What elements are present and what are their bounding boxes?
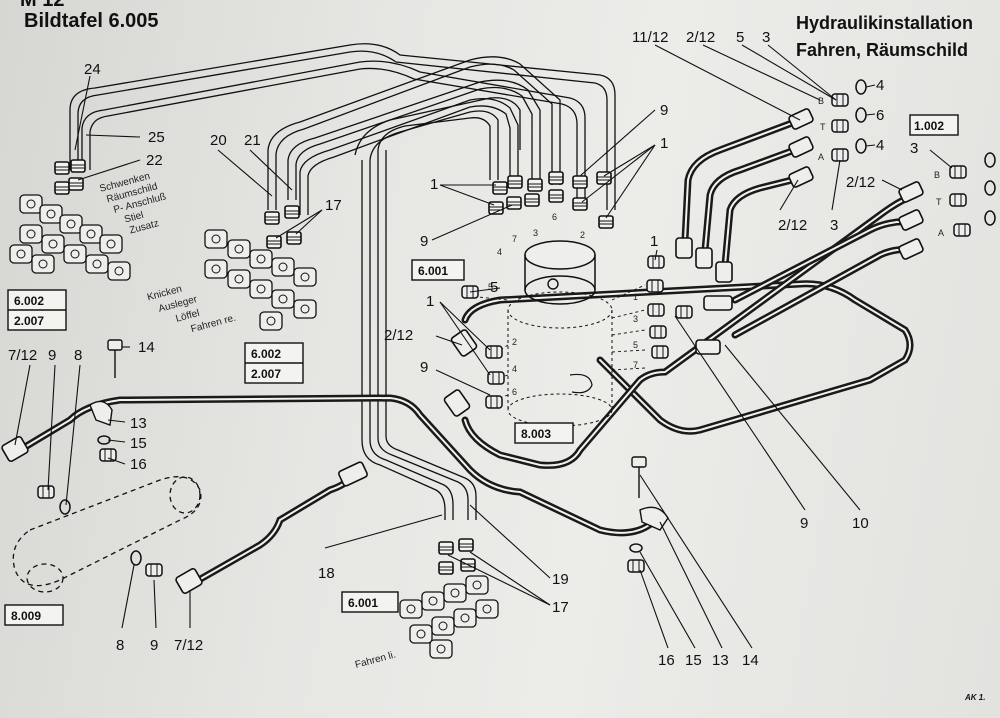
callout-1-a: 1 [430, 176, 438, 193]
hose-group [16, 116, 919, 589]
callout-11-12: 11/12 [632, 29, 668, 46]
ref-2007-b: 2.007 [251, 367, 281, 381]
callout-3-a: 3 [762, 29, 770, 46]
bottom-valve-block [399, 538, 499, 659]
swivel-port-1: 1 [633, 292, 638, 302]
ref-1002: 1.002 [914, 119, 944, 133]
callout-3-b: 3 [830, 217, 838, 234]
swivel-port-6: 6 [512, 387, 517, 397]
callout-17-b: 17 [552, 599, 569, 616]
ref-8009: 8.009 [11, 609, 41, 623]
middle-block-labels: Knicken Ausleger Löffel Fahren re. [146, 284, 237, 336]
callout-9-c: 9 [420, 359, 428, 376]
ref-2007-a: 2.007 [14, 314, 44, 328]
ref-6001-a: 6.001 [418, 264, 448, 278]
swivel-port-3: 3 [633, 314, 638, 324]
ref-8003: 8.003 [521, 427, 551, 441]
swivel-port-4: 4 [512, 364, 517, 374]
callout-9-f: 9 [800, 515, 808, 532]
port-mark-t-1: T [820, 122, 826, 132]
callout-9-e: 9 [48, 347, 56, 364]
swivel-top-4: 4 [497, 247, 502, 257]
swivel-top-6: 6 [552, 212, 557, 222]
ref-6002-b: 6.002 [251, 347, 281, 361]
callout-9-g: 9 [150, 637, 158, 654]
callout-20: 20 [210, 132, 227, 149]
callout-21: 21 [244, 132, 261, 149]
callout-13-b: 13 [712, 652, 729, 669]
callout-2-12-b: 2/12 [778, 217, 807, 234]
swivel-port-5: 5 [633, 340, 638, 350]
swivel-joint [507, 240, 613, 427]
callout-14-b: 14 [742, 652, 759, 669]
plate-title: Bildtafel 6.005 [24, 10, 159, 32]
callout-3-c: 3 [910, 140, 918, 157]
left-valve-block [9, 159, 131, 281]
port-mark-b-2: B [934, 170, 940, 180]
callout-1-d: 1 [426, 293, 434, 310]
port-mark-a-1: A [818, 152, 824, 162]
callout-7-12-a: 7/12 [8, 347, 37, 364]
callout-16-b: 16 [658, 652, 675, 669]
title-line2: Fahren, Räumschild [796, 40, 968, 60]
callout-17-a: 17 [325, 197, 342, 214]
swivel-top-5: 5 [488, 282, 493, 292]
callout-19: 19 [552, 571, 569, 588]
callout-15-b: 15 [685, 652, 702, 669]
ref-6001-b: 6.001 [348, 596, 378, 610]
label-stiel: Stiel [123, 210, 145, 226]
middle-valve-block [204, 205, 317, 331]
callout-2-12-d: 2/12 [384, 327, 413, 344]
callout-10: 10 [852, 515, 869, 532]
callout-13-a: 13 [130, 415, 147, 432]
callout-7-12-b: 7/12 [174, 637, 203, 654]
callout-1-c: 1 [650, 233, 658, 250]
hose-end-fittings [1, 108, 924, 594]
callout-5-b: 5 [490, 279, 498, 296]
callout-15-a: 15 [130, 435, 147, 452]
callout-18: 18 [318, 565, 335, 582]
swivel-port-2: 2 [512, 337, 517, 347]
footer-code: AK 1. [964, 693, 985, 702]
port-mark-b-1: B [818, 96, 824, 106]
callout-25: 25 [148, 129, 165, 146]
port-mark-a-2: A [938, 228, 944, 238]
ref-6002-a: 6.002 [14, 294, 44, 308]
callout-9-a: 9 [420, 233, 428, 250]
callout-9-b: 9 [660, 102, 668, 119]
reference-boxes [4, 114, 959, 626]
callout-1-b: 1 [660, 135, 668, 152]
swivel-top-2: 2 [580, 230, 585, 240]
callout-numbers: 24 25 22 20 21 17 1 9 9 1 11/12 2/12 5 3… [8, 29, 918, 669]
swivel-port-7: 7 [633, 360, 638, 370]
swivel-top-3: 3 [533, 228, 538, 238]
label-fahren-li: Fahren li. [354, 649, 397, 670]
callout-2-12-a: 2/12 [686, 29, 715, 46]
pipe-fittings [37, 93, 971, 577]
callout-2-12-c: 2/12 [846, 174, 875, 191]
callout-8-b: 8 [116, 637, 124, 654]
callout-5-a: 5 [736, 29, 744, 46]
callout-4-b: 4 [876, 137, 884, 154]
callout-14-a: 14 [138, 339, 155, 356]
port-mark-t-2: T [936, 197, 942, 207]
callout-4-a: 4 [876, 77, 884, 94]
callout-22: 22 [146, 152, 163, 169]
bolt-parts [89, 339, 669, 531]
cylinder-outline [12, 476, 202, 593]
callout-16-a: 16 [130, 456, 147, 473]
callout-leaders [14, 44, 953, 649]
title-line1: Hydraulikinstallation [796, 13, 973, 33]
top-cut-heading: M 12 [20, 0, 64, 11]
callout-8-a: 8 [74, 347, 82, 364]
callout-6-a: 6 [876, 107, 884, 124]
pipe-bundle-upper [69, 43, 616, 520]
left-block-labels: Schwenken Räumschild P- Anschluß Stiel Z… [98, 171, 167, 237]
callout-24: 24 [84, 61, 101, 78]
swivel-top-7: 7 [512, 234, 517, 244]
